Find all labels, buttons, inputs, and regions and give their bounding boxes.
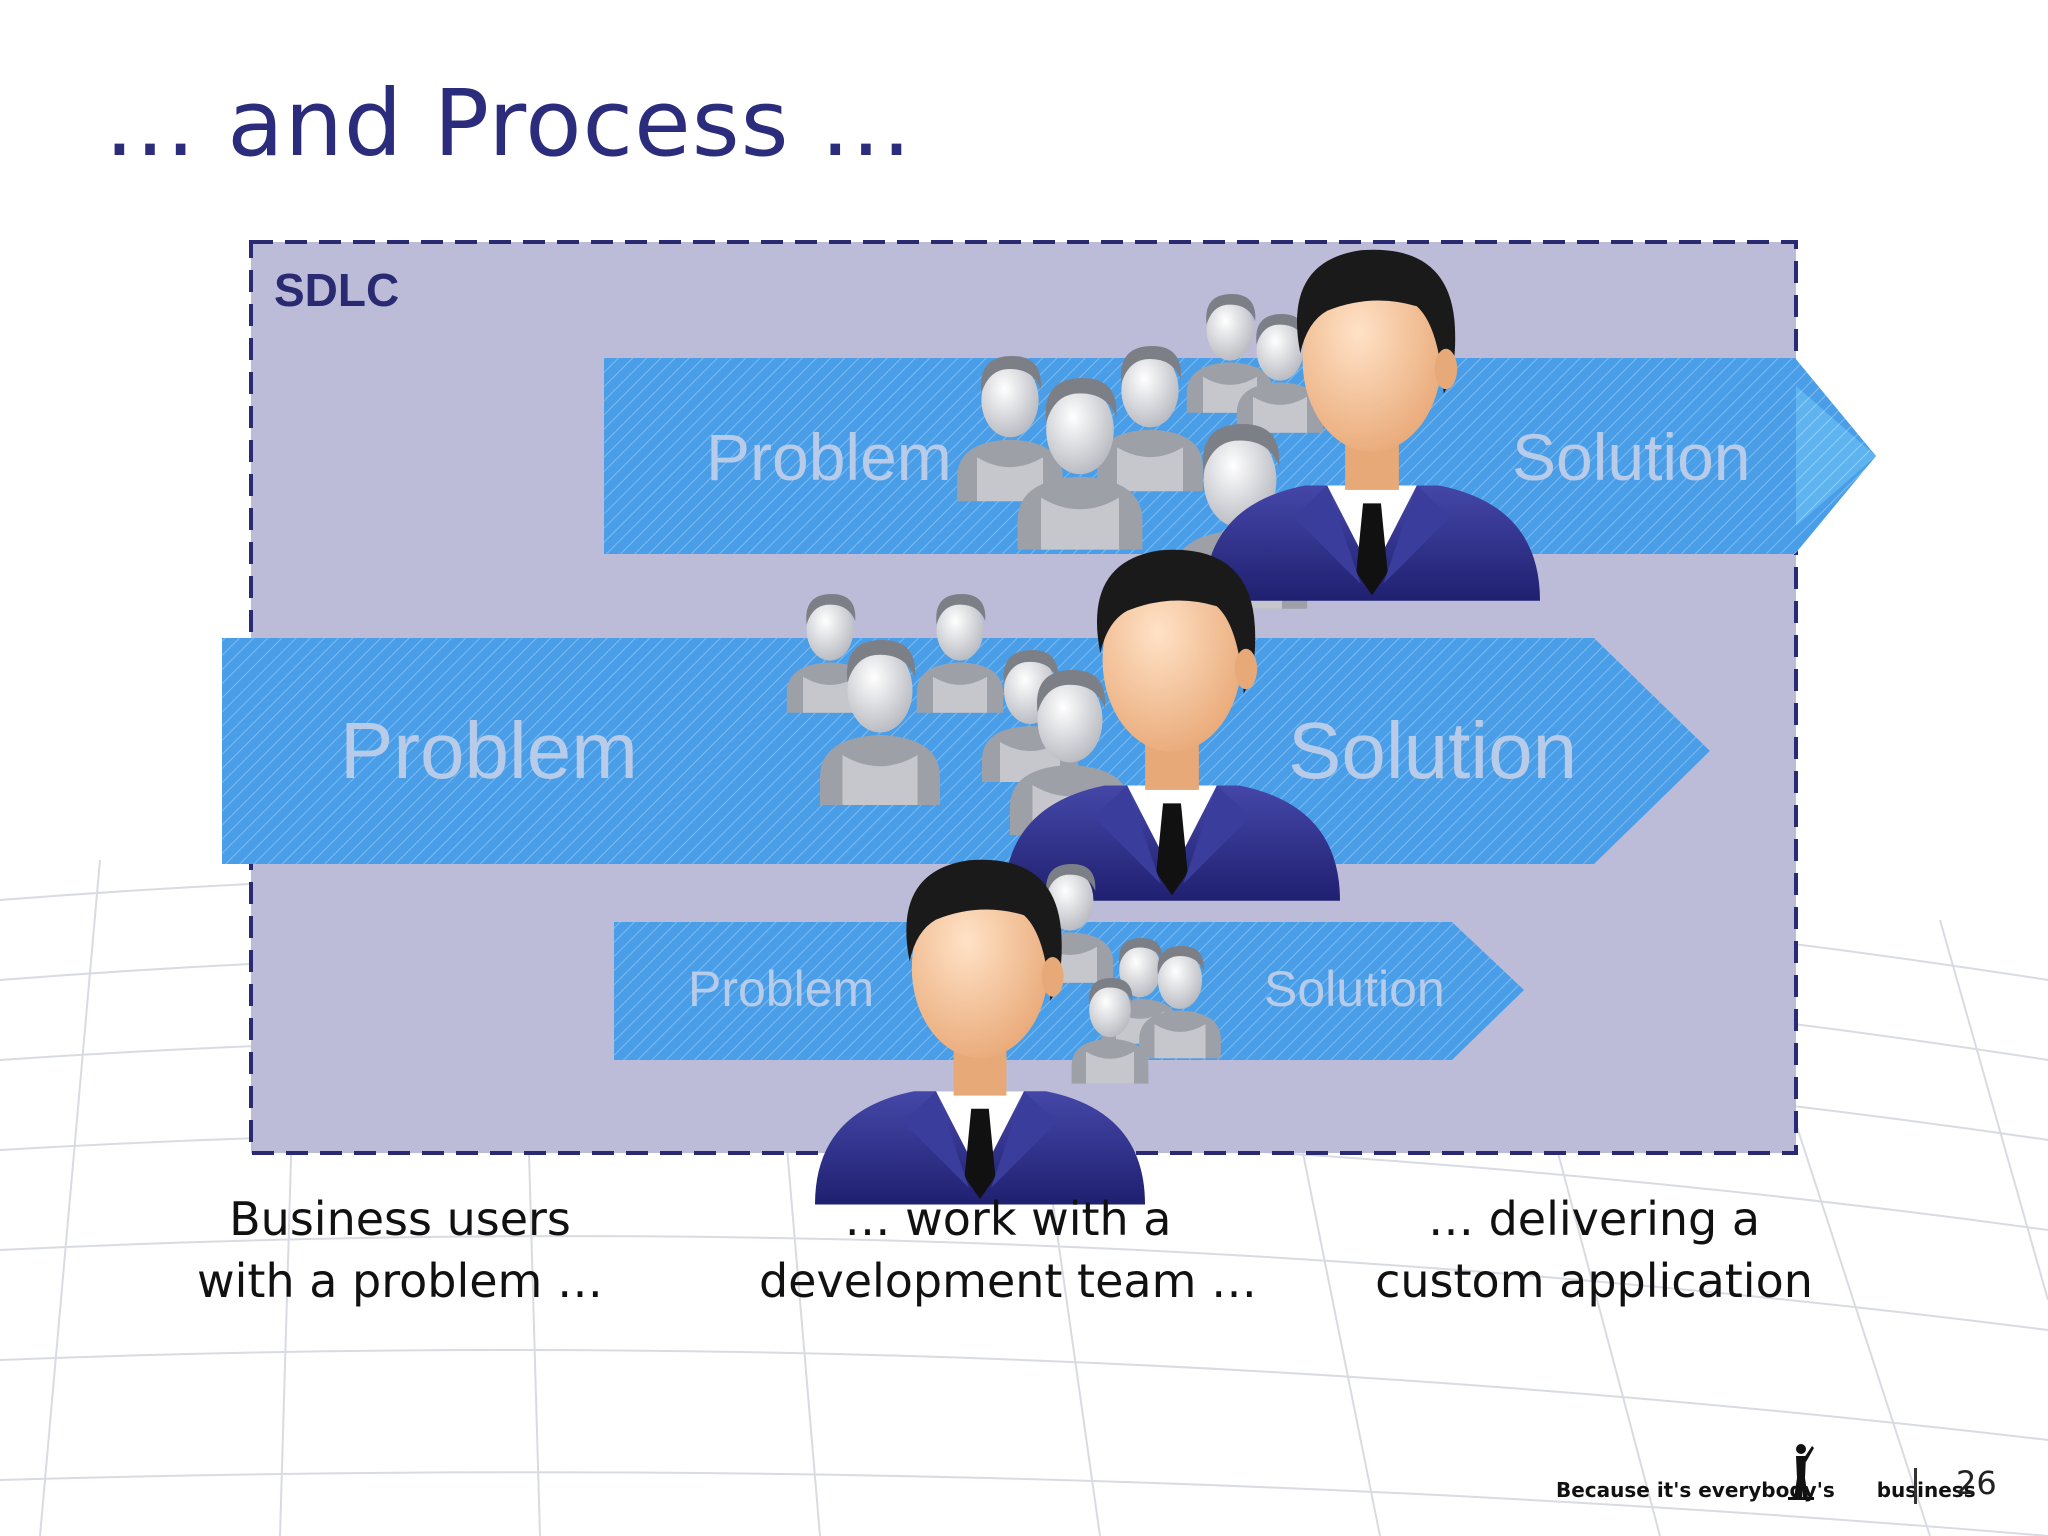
caption-business-users: Business users with a problem … [197, 1192, 603, 1308]
footer-divider [1914, 1468, 1917, 1504]
process-arrow-bottom [614, 922, 1524, 1060]
page-number: 26 [1956, 1464, 1997, 1502]
arrow-middle-problem-label: Problem [340, 706, 638, 795]
slide-title: … and Process … [104, 70, 913, 177]
sdlc-label: SDLC [274, 264, 399, 316]
arrow-top-solution-label: Solution [1512, 420, 1751, 494]
arrow-middle-solution-label: Solution [1288, 706, 1577, 795]
caption-development-team: … work with a development team … [758, 1192, 1258, 1308]
footer-tagline: Because it's everybody's business [1556, 1478, 1976, 1502]
person-figure-icon [1788, 1444, 1814, 1500]
arrow-bottom-solution-label: Solution [1264, 961, 1445, 1017]
arrow-top-problem-label: Problem [706, 420, 952, 494]
caption-custom-application: … delivering a custom application [1375, 1192, 1813, 1308]
footer-tagline-right: business [1876, 1478, 1976, 1502]
arrow-bottom-problem-label: Problem [688, 961, 874, 1017]
process-arrow-middle [222, 638, 1710, 864]
arrow-tip-top-outside [1796, 386, 1876, 526]
